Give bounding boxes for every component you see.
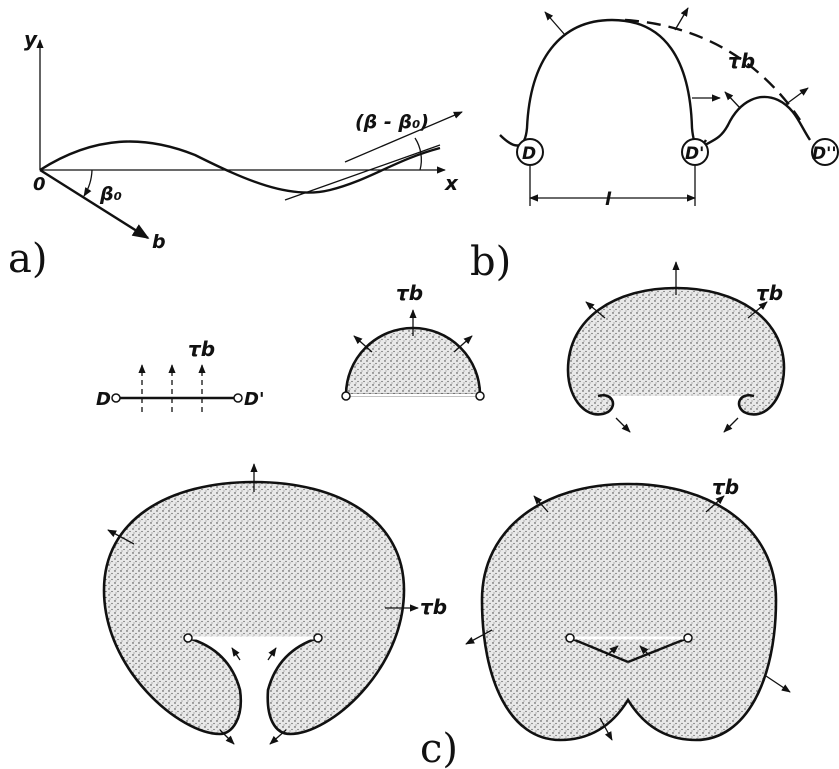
node-d-label: D [522, 144, 536, 164]
large-right-arrow-ur [705, 495, 725, 513]
force-arrow-2 [674, 7, 689, 31]
y-axis-label: y [24, 27, 38, 51]
panel-a: y x 0 β₀ (β - β₀) b a) [8, 27, 463, 282]
panel-c-label: c) [420, 726, 458, 769]
large-left-arrow-in2 [267, 647, 277, 661]
kidney-arrow-bl [615, 417, 631, 433]
kidney-force-label: τb [756, 281, 783, 305]
x-axis-label: x [444, 171, 459, 195]
semicircle-region [344, 326, 482, 397]
segment-d1-label: D' [244, 389, 264, 410]
semicircle-node-left [341, 391, 351, 401]
large-right-arrow-in2 [639, 645, 651, 657]
node-d2-label: D'' [812, 144, 837, 164]
large-right-force-label: τb [712, 475, 739, 499]
large-left-arrow-b1 [219, 729, 235, 745]
tangent-line [284, 144, 441, 201]
origin-label: 0 [33, 174, 46, 195]
force-arrow-4 [724, 91, 741, 109]
large-left-force-label: τb [420, 595, 447, 619]
node-d2 [811, 138, 839, 166]
segment-node-d [111, 393, 121, 403]
kidney-region [566, 286, 786, 416]
segment-d-label: D [96, 389, 111, 410]
kidney-arrow-ul [585, 301, 606, 319]
beta0-label: β₀ [99, 183, 122, 205]
large-loop-left [102, 480, 406, 736]
burgers-vector [39, 168, 150, 240]
kidney-arrow-br [723, 417, 739, 433]
large-left-arrow-ul [107, 529, 135, 545]
angle-label: (β - β₀) [355, 111, 429, 133]
right-small-loop [699, 95, 811, 149]
semicircle-node-right [475, 391, 485, 401]
force-arrow-5 [784, 87, 809, 106]
large-right-arrow-right [765, 675, 791, 693]
dislocation-wave [39, 140, 441, 194]
large-right-slip-left [569, 636, 629, 664]
burgers-label: b [152, 231, 166, 253]
semicircle-arrow-right [453, 335, 473, 353]
large-right-arrow-ul [533, 495, 549, 513]
kidney-arrow-ur [747, 301, 768, 319]
node-d1 [681, 138, 709, 166]
large-left-arrow-b2 [269, 729, 287, 745]
panel-c: D D' τb τb τb τb [96, 261, 791, 769]
panel-b: D D' D'' l τb b) [470, 7, 839, 285]
beta0-arc [83, 169, 93, 197]
node-d [516, 138, 544, 166]
segment-force-label: τb [188, 337, 215, 361]
panel-b-force-label: τb [728, 49, 755, 73]
large-right-arrow-in1 [605, 645, 619, 657]
panel-b-label: b) [470, 239, 511, 285]
large-left-arrow-in1 [231, 647, 241, 661]
force-arrow-1 [544, 11, 566, 36]
large-right-arrow-bl [599, 717, 613, 741]
semicircle-arrow-left [353, 335, 373, 353]
large-right-node-d [565, 633, 575, 643]
beta-arc [414, 137, 423, 171]
semicircle-force-label: τb [396, 281, 423, 305]
length-label: l [605, 189, 612, 210]
large-right-node-d1 [683, 633, 693, 643]
left-bowed-loop [499, 18, 708, 148]
large-left-node-d1 [313, 633, 323, 643]
segment-node-d1 [233, 393, 243, 403]
large-right-arrow-left [465, 629, 493, 645]
node-d1-label: D' [685, 144, 704, 164]
panel-a-label: a) [8, 236, 47, 282]
large-left-node-d [183, 633, 193, 643]
dashed-expansion [624, 18, 801, 121]
direction-line [344, 111, 463, 163]
large-right-slip-right [627, 636, 689, 664]
large-loop-right-outer [480, 482, 778, 742]
